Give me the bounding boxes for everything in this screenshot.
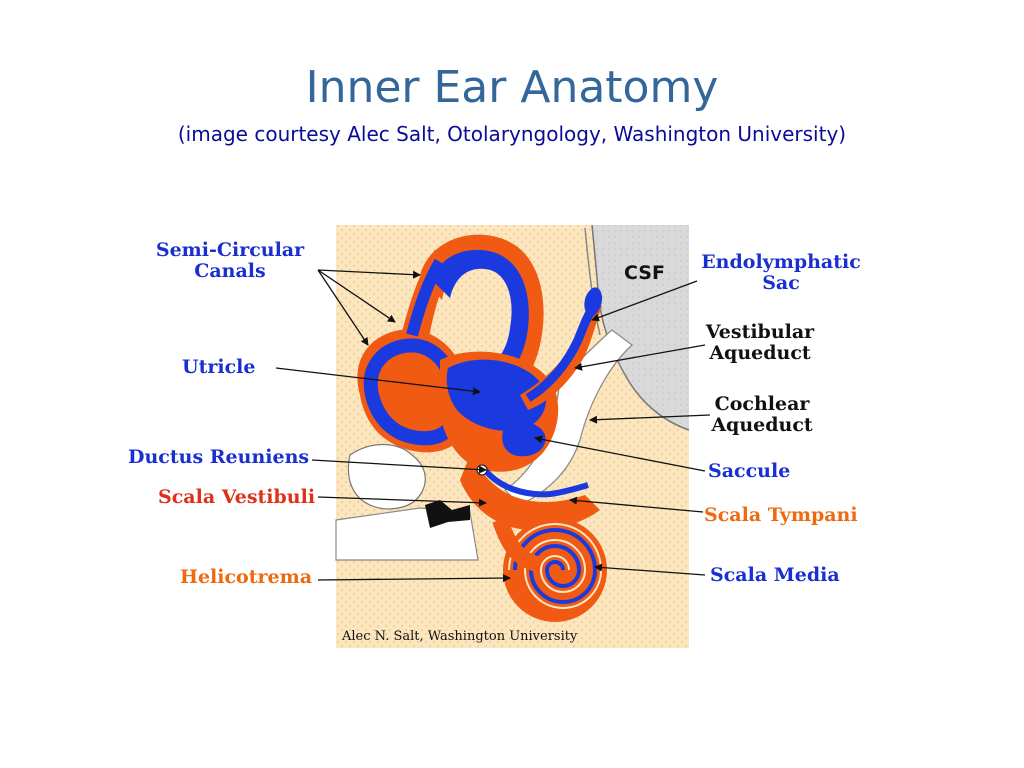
- nerve-fibers: [347, 443, 426, 510]
- saccule-shape: [502, 421, 546, 457]
- label-helicotrema: Helicotrema: [180, 566, 313, 588]
- leader-lines: [275, 269, 711, 583]
- label-endolymphatic-sac: Endolymphatic Sac: [701, 251, 861, 294]
- label-semi-circular-canals: Semi-Circular Canals: [155, 239, 305, 282]
- csf-label: CSF: [624, 262, 665, 284]
- label-scala-vestibuli: Scala Vestibuli: [158, 486, 316, 508]
- image-credit: Alec N. Salt, Washington University: [342, 629, 578, 644]
- label-vestibular-aqueduct: Vestibular Aqueduct: [705, 321, 815, 364]
- label-ductus-reuniens: Ductus Reuniens: [128, 446, 310, 468]
- label-scala-media: Scala Media: [710, 564, 840, 586]
- endolymphatic-sac-shape: [584, 287, 603, 317]
- cochlear-duct: [460, 455, 600, 531]
- label-saccule: Saccule: [708, 460, 791, 482]
- utricle-shape: [446, 359, 547, 431]
- label-utricle: Utricle: [182, 356, 256, 378]
- label-cochlear-aqueduct: Cochlear Aqueduct: [711, 393, 813, 436]
- label-scala-tympani: Scala Tympani: [704, 504, 858, 526]
- slide-title: Inner Ear Anatomy: [305, 62, 719, 113]
- slide-subtitle: (image courtesy Alec Salt, Otolaryngolog…: [177, 122, 847, 146]
- csf-region: [592, 225, 689, 430]
